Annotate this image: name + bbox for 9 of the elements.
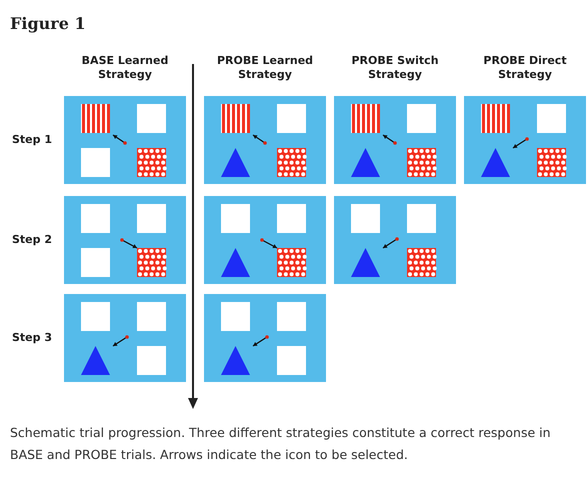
row-label: Step 2 xyxy=(12,233,52,246)
column-heading: PROBE Direct Strategy xyxy=(482,54,568,82)
figure-caption: Schematic trial progression. Three different strategies constitute a correct response in BASE and PROBE trials. Arrows indicate the icon to be selected. xyxy=(10,424,552,464)
row-label: Step 1 xyxy=(12,133,52,146)
column-heading: PROBE Switch Strategy xyxy=(350,54,440,82)
column-heading: BASE Learned Strategy xyxy=(80,54,170,82)
row-label: Step 3 xyxy=(12,331,52,344)
figure-title: Figure 1 xyxy=(10,14,86,33)
column-heading: PROBE Learned Strategy xyxy=(216,54,314,82)
